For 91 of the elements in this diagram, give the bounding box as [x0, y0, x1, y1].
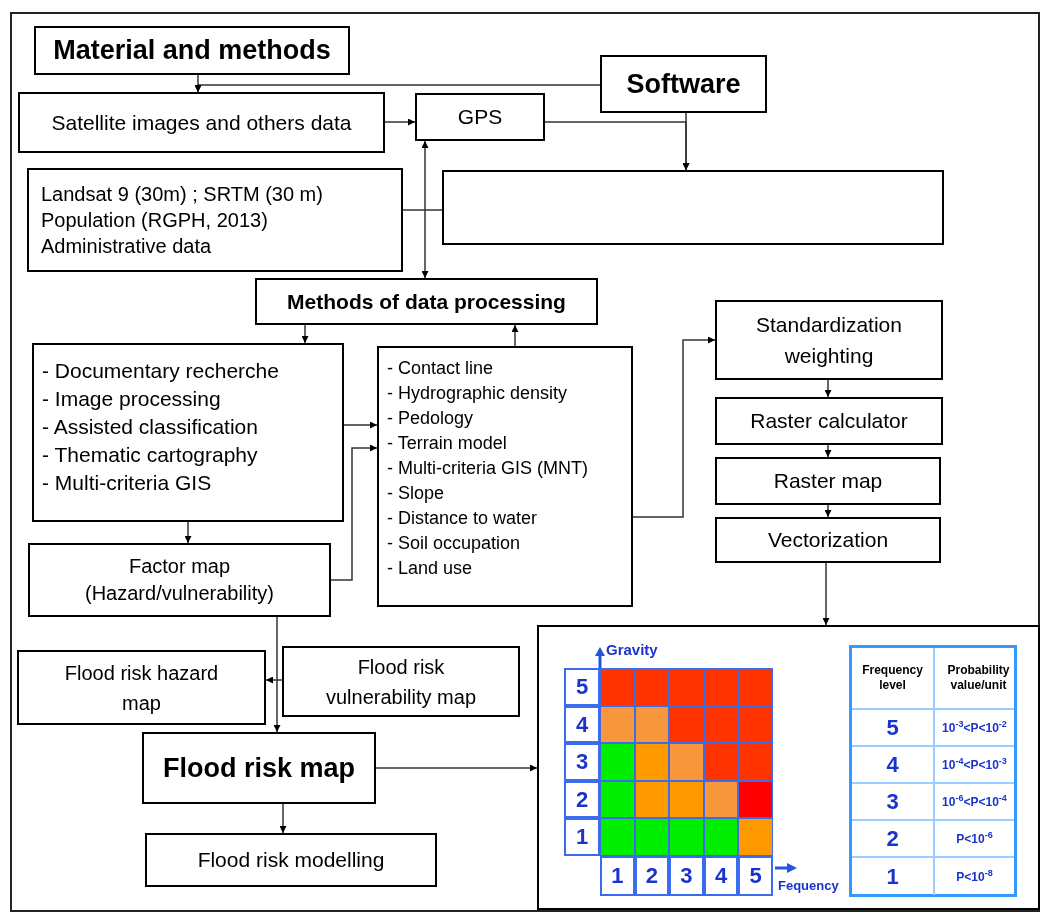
box-text: GPS — [457, 104, 503, 131]
frequency-level: 4 — [886, 751, 899, 779]
process-box — [142, 732, 376, 804]
arrow — [421, 140, 429, 279]
column-label: 1 — [600, 855, 635, 896]
row-label: 4 — [564, 705, 600, 743]
box-text: Raster calculator — [750, 408, 908, 435]
arrow — [682, 112, 690, 171]
box-text: - Pedology — [387, 407, 474, 430]
box-text: - Terrain model — [387, 432, 507, 455]
box-text: Population (RGPH, 2013) — [41, 208, 268, 233]
box-text: - Image processing — [42, 386, 221, 412]
frequency-level: 3 — [886, 788, 899, 816]
arrow — [273, 616, 281, 733]
box-text: (Hazard/vulnerability) — [85, 581, 274, 606]
box-text: Standardization weighting — [755, 311, 903, 369]
row-label: 2 — [564, 780, 600, 818]
box-text: - Documentary recherche — [42, 358, 279, 384]
probability-value: 10$^{-6}$<P<10$^{-4}$ — [942, 792, 1007, 811]
arrow — [343, 421, 378, 429]
process-box — [715, 397, 943, 445]
arrow — [824, 379, 832, 398]
box-text: - Thematic cartography — [42, 442, 258, 468]
process-box — [715, 300, 943, 380]
column-label: 3 — [669, 855, 704, 896]
box-text: Satellite images and others data — [51, 109, 352, 136]
arrow — [822, 562, 830, 626]
box-text: - Land use — [387, 557, 473, 580]
process-box — [600, 55, 767, 113]
probability-value: 10$^{-4}$<P<10$^{-3}$ — [942, 755, 1007, 774]
row-label: 3 — [564, 743, 600, 781]
arrow — [265, 676, 283, 684]
process-box — [715, 457, 941, 505]
frequency-level: 1 — [886, 863, 899, 891]
arrow — [511, 324, 519, 347]
arrow — [824, 444, 832, 458]
arrow — [184, 521, 192, 544]
process-box — [145, 833, 437, 887]
box-text: - Soil occupation — [387, 532, 521, 555]
probability-value: P<10$^{-6}$ — [956, 829, 993, 848]
box-text: Factor map — [128, 554, 231, 579]
box-text: - Distance to water — [387, 507, 538, 530]
process-box — [415, 93, 545, 141]
box-text: Flood risk hazard map — [63, 660, 220, 716]
arrow — [632, 336, 716, 518]
arrow — [301, 324, 309, 344]
process-box — [377, 346, 633, 607]
axis-label: Fequency — [778, 876, 839, 895]
process-box — [32, 343, 344, 522]
box-text: Methods of data processing — [287, 288, 566, 315]
process-box — [17, 650, 266, 725]
row-label: 5 — [564, 668, 600, 706]
risk-matrix-panel — [537, 625, 1040, 910]
box-text: Flood risk map — [162, 751, 355, 785]
box-text: - Slope — [387, 482, 445, 505]
box-text: - Multi-criteria GIS — [42, 470, 212, 496]
box-text: Administrative data — [41, 234, 212, 259]
box-text: Raster map — [773, 468, 883, 495]
probability-value: 10$^{-3}$<P<10$^{-2}$ — [942, 718, 1007, 737]
column-label: 5 — [738, 855, 773, 896]
arrow — [279, 803, 287, 834]
arrow — [824, 504, 832, 518]
box-text: Landsat 9 (30m) ; SRTM (30 m) — [41, 182, 323, 207]
table-header: Frequency level — [861, 663, 924, 693]
process-box — [34, 26, 350, 75]
process-box — [442, 170, 944, 245]
table-header: Probability value/unit — [946, 663, 1011, 693]
box-text: - Hydrographic density — [387, 382, 568, 405]
process-box — [255, 278, 598, 325]
probability-value: P<10$^{-8}$ — [956, 867, 993, 886]
box-text: - Multi-criteria GIS (MNT) — [387, 457, 588, 480]
frequency-level: 5 — [886, 714, 899, 742]
process-box — [27, 168, 403, 272]
box-text: - Contact line — [387, 357, 494, 380]
axis-label: Gravity — [606, 640, 658, 660]
process-box — [18, 92, 385, 153]
arrow — [194, 84, 601, 93]
arrow — [330, 444, 378, 581]
arrow — [384, 118, 416, 126]
box-text: Software — [626, 67, 741, 101]
row-label: 1 — [564, 818, 600, 856]
box-text: - Assisted classification — [42, 414, 258, 440]
process-box — [715, 517, 941, 563]
process-box — [28, 543, 331, 617]
box-text: Flood risk modelling — [197, 847, 385, 874]
arrow — [375, 764, 538, 772]
process-box — [282, 646, 520, 717]
frequency-level: 2 — [886, 825, 899, 853]
box-text: Flood risk vulnerability map — [324, 654, 478, 710]
box-text: Vectorization — [767, 527, 889, 554]
box-text: Material and methods — [53, 34, 331, 68]
